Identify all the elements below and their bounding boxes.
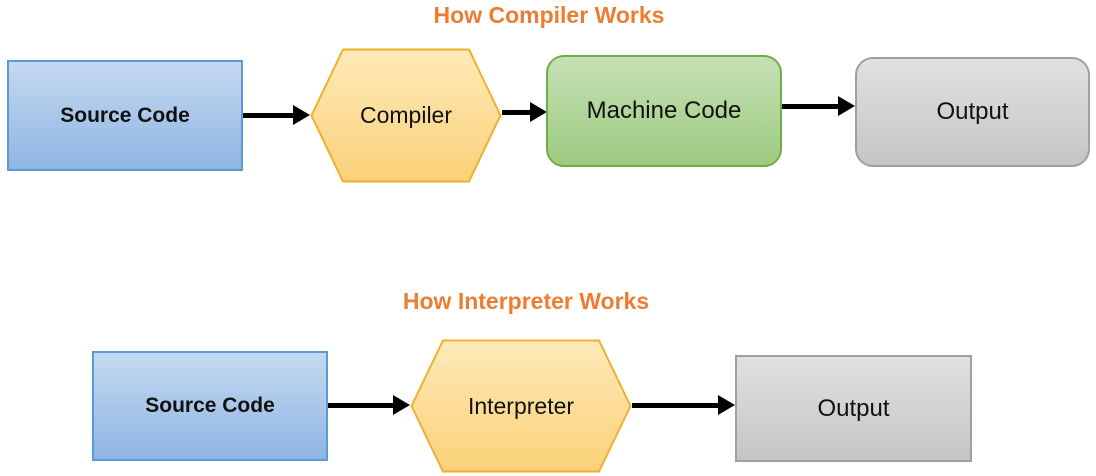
compiler-source-code-label: Source Code <box>60 103 190 127</box>
arrow-head-icon <box>293 105 310 125</box>
compiler-hexagon: Compiler <box>310 48 502 183</box>
arrow-interpreter-to-output <box>632 395 735 415</box>
compiler-label: Compiler <box>359 102 453 128</box>
arrow-shaft <box>782 103 838 109</box>
arrow-head-icon <box>393 395 410 415</box>
compiler-flow-title: How Compiler Works <box>433 2 665 28</box>
interpreter-source-code-box: Source Code <box>92 351 328 461</box>
arrow-machine-to-output <box>782 96 855 116</box>
arrow-head-icon <box>530 102 547 122</box>
compiler-source-code-box: Source Code <box>7 60 243 171</box>
machine-code-box: Machine Code <box>546 55 782 167</box>
interpreter-label: Interpreter <box>467 392 575 419</box>
arrow-source-to-compiler <box>243 105 310 125</box>
hexagon-shape-icon <box>410 339 632 473</box>
arrow-source-to-interpreter <box>328 395 410 415</box>
interpreter-output-label: Output <box>817 394 890 422</box>
arrow-shaft <box>243 112 293 118</box>
arrow-shaft <box>502 109 530 115</box>
arrow-head-icon <box>838 96 855 116</box>
hexagon-shape-icon <box>310 48 502 183</box>
interpreter-hexagon: Interpreter <box>410 339 632 473</box>
compiler-output-box: Output <box>855 57 1090 167</box>
compiler-output-label: Output <box>936 98 1009 125</box>
interpreter-flow-title: How Interpreter Works <box>402 288 650 314</box>
machine-code-label: Machine Code <box>586 97 742 124</box>
interpreter-source-code-label: Source Code <box>145 394 275 417</box>
arrow-head-icon <box>718 395 735 415</box>
arrow-shaft <box>328 402 393 408</box>
arrow-shaft <box>632 402 718 408</box>
interpreter-output-box: Output <box>735 355 972 462</box>
arrow-compiler-to-machine <box>502 102 547 122</box>
